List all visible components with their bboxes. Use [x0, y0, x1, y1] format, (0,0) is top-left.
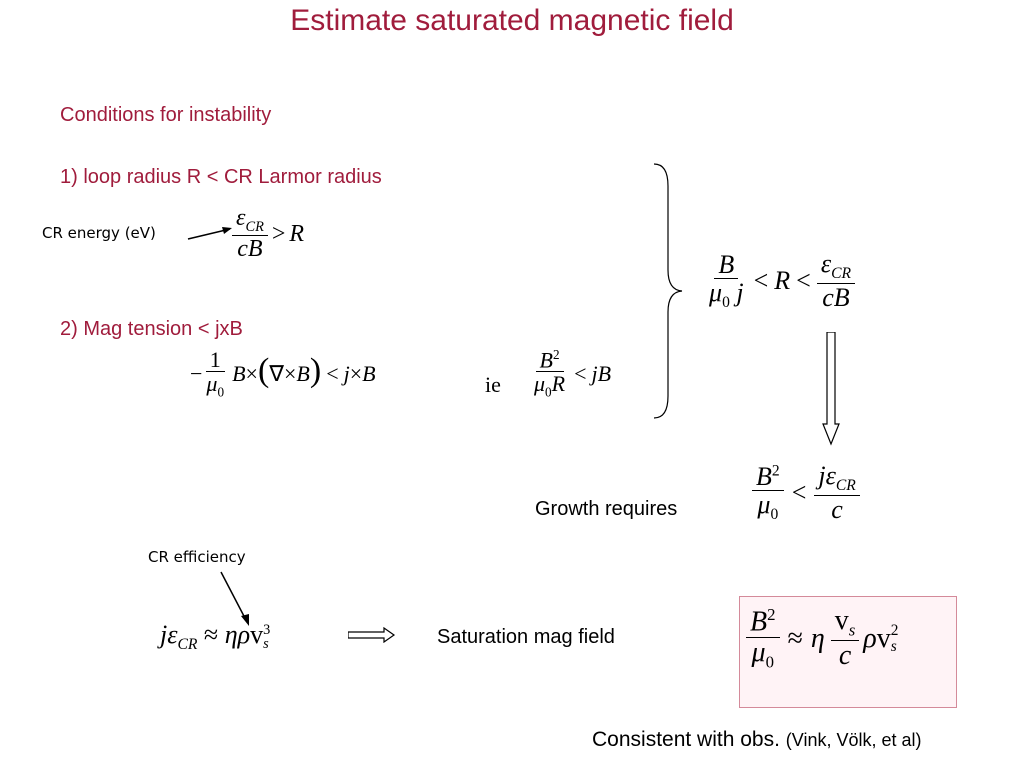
- cr-energy-label: CR energy (eV): [42, 224, 156, 242]
- consistent-references: (Vink, Völk, et al): [785, 730, 922, 750]
- conditions-heading: Conditions for instability: [60, 104, 272, 126]
- cr-efficiency-label: CR efficiency: [148, 548, 246, 566]
- right-arrow-icon: [348, 627, 396, 643]
- cr-energy-arrow: [187, 227, 232, 240]
- cr-efficiency-arrow: [220, 571, 249, 626]
- saturation-label: Saturation mag field: [437, 626, 615, 648]
- condition-2: 2) Mag tension < jxB: [60, 318, 243, 340]
- right-brace-icon: [653, 163, 683, 419]
- consistent-with-obs: Consistent with obs. (Vink, Völk, et al): [592, 728, 922, 752]
- consistent-main-text: Consistent with obs.: [592, 728, 780, 751]
- slide-title: Estimate saturated magnetic field: [290, 4, 734, 37]
- down-arrow-icon: [822, 332, 840, 446]
- result-box: [739, 596, 957, 708]
- condition-1: 1) loop radius R < CR Larmor radius: [60, 166, 382, 188]
- ie-label: ie: [485, 372, 501, 397]
- growth-requires-label: Growth requires: [535, 498, 678, 520]
